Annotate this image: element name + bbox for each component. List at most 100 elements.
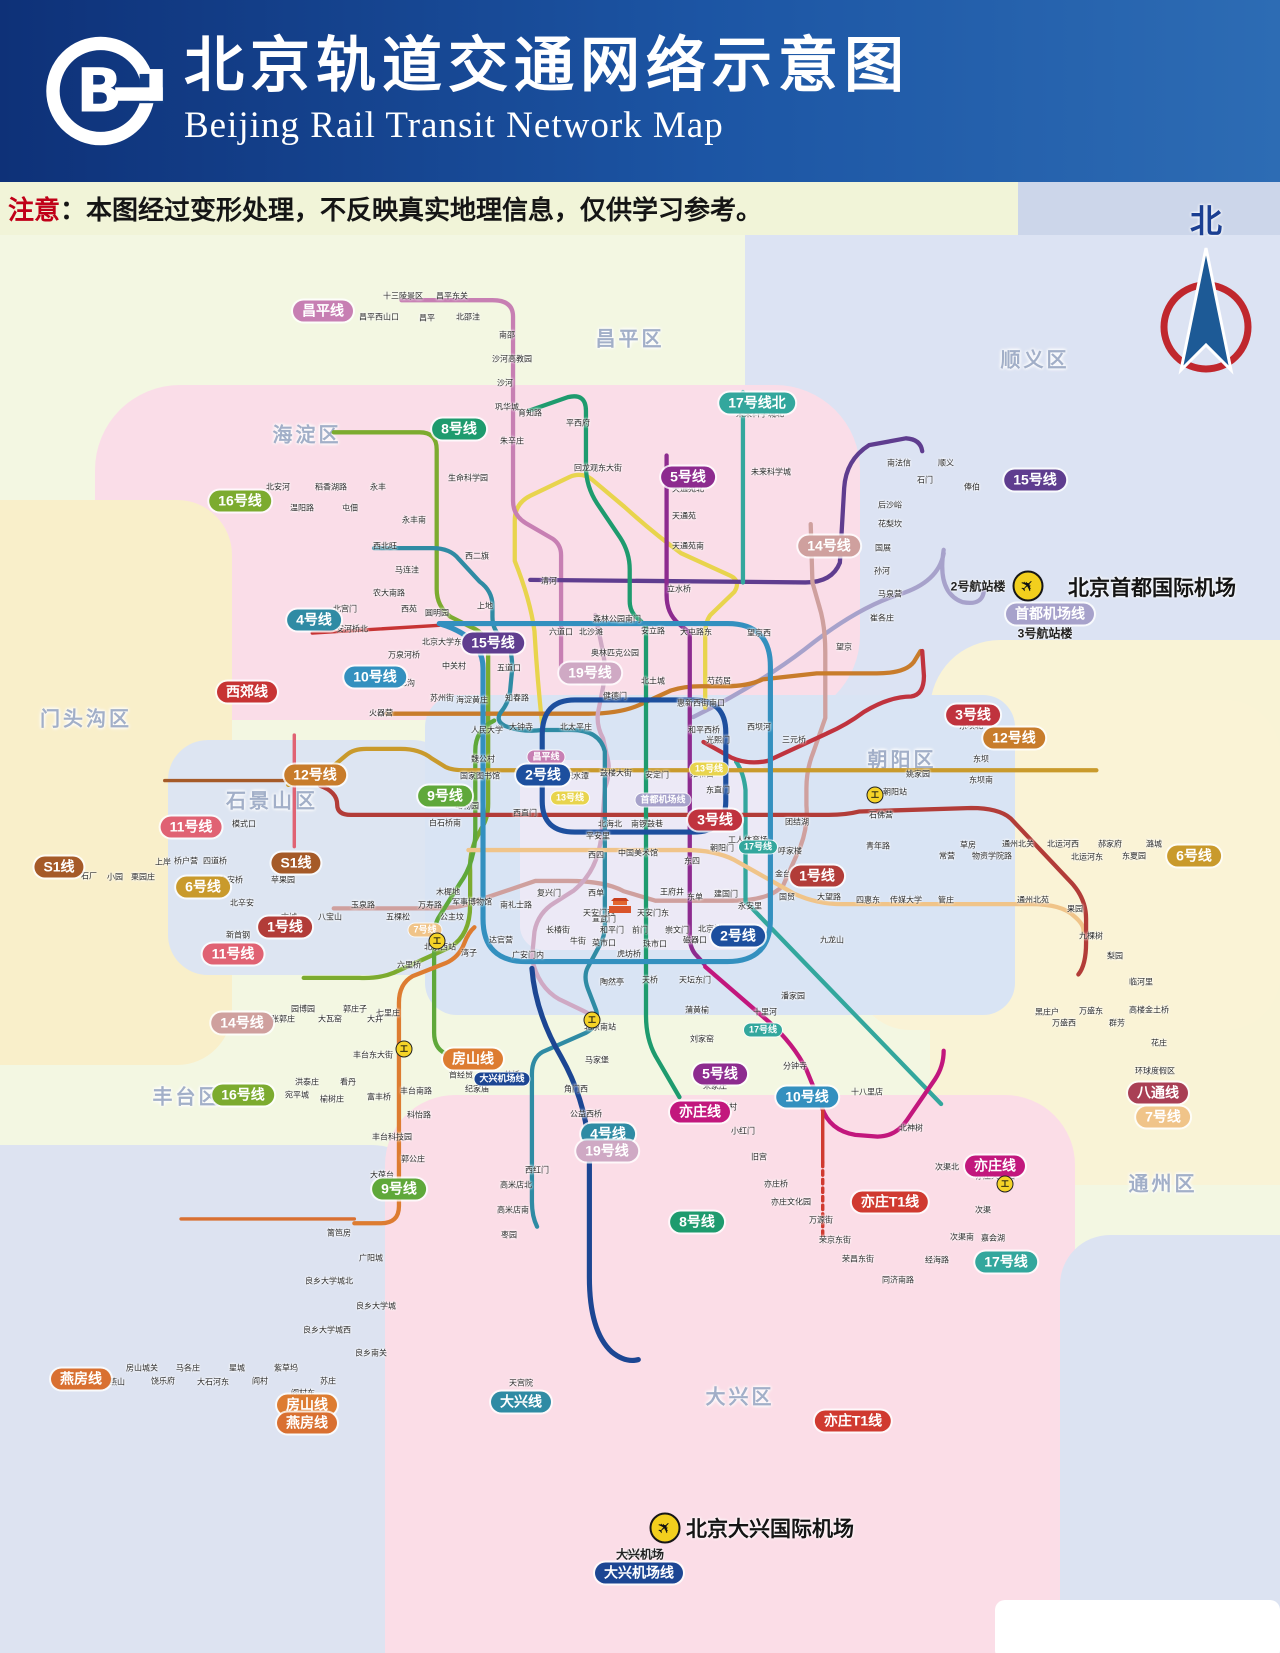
line-badge-cp: 昌平线 bbox=[527, 750, 565, 764]
station-label: 天安门西 bbox=[583, 908, 615, 918]
station-label: 花庄 bbox=[1151, 1038, 1167, 1048]
line-badge-yz: 亦庄线 bbox=[670, 1101, 730, 1123]
station-label: 清河 bbox=[541, 576, 557, 586]
station-label: 建国门 bbox=[714, 889, 738, 899]
station-label: 万寿路 bbox=[418, 900, 442, 910]
line-badge-l6: 6号线 bbox=[1167, 845, 1221, 867]
station-label: 小园 bbox=[107, 872, 123, 882]
line-badge-l9: 9号线 bbox=[372, 1178, 426, 1200]
line-badge-l17: 17号线 bbox=[975, 1251, 1037, 1273]
station-label: 广安门内 bbox=[512, 950, 544, 960]
station-label: 芍药居 bbox=[707, 676, 731, 686]
station-label: 丰台科技园 bbox=[372, 1132, 412, 1142]
station-label: 湾子 bbox=[461, 948, 477, 958]
station-label: 燕山 bbox=[109, 1377, 125, 1387]
station-label: 十里河 bbox=[753, 1007, 777, 1017]
station-label: 顺义 bbox=[938, 458, 954, 468]
station-label: 高米店北 bbox=[500, 1180, 532, 1190]
line-badge-l10: 10号线 bbox=[776, 1086, 838, 1108]
station-label: 西北旺 bbox=[373, 541, 397, 551]
station-label: 看丹 bbox=[340, 1077, 356, 1087]
station-label: 东单 bbox=[687, 892, 703, 902]
line-badge-yz: 亦庄线 bbox=[965, 1155, 1025, 1177]
line-path-12 bbox=[384, 648, 923, 716]
station-label: 荣昌东街 bbox=[842, 1254, 874, 1264]
station-label: 健德门 bbox=[603, 691, 627, 701]
station-label: 大瓦窑 bbox=[318, 1014, 342, 1024]
station-label: 石厂 bbox=[81, 871, 97, 881]
station-label: 北土城 bbox=[641, 676, 665, 686]
station-label: 巴沟 bbox=[399, 678, 415, 688]
station-label: 八宝山 bbox=[318, 912, 342, 922]
line-badge-l5: 5号线 bbox=[661, 466, 715, 488]
station-label: 纪家庙 bbox=[465, 1084, 489, 1094]
railway-station-icon: 工 bbox=[583, 1011, 601, 1029]
station-label: 北京站 bbox=[698, 924, 722, 934]
metro-lines-svg bbox=[163, 298, 1099, 1363]
line-badge-l16: 16号线 bbox=[209, 490, 271, 512]
station-label: 积水潭 bbox=[565, 771, 589, 781]
station-label: 安河桥北 bbox=[336, 624, 368, 634]
station-label: 王府井 bbox=[660, 887, 684, 897]
line-badge-l1: 1号线 bbox=[790, 865, 844, 887]
station-label: 苏州街 bbox=[430, 693, 454, 703]
station-label: 大钟寺 bbox=[509, 722, 533, 732]
station-label: 磁器口 bbox=[683, 935, 707, 945]
station-label: 大屯路东 bbox=[680, 627, 712, 637]
station-label: 宋家庄 bbox=[703, 1081, 727, 1091]
station-label: 东坝北 bbox=[959, 721, 983, 731]
station-label: 科怡路 bbox=[407, 1110, 431, 1120]
line-badge-l13: 13号线 bbox=[689, 762, 729, 776]
station-label: 团结湖 bbox=[785, 817, 809, 827]
station-label: 东四 bbox=[684, 856, 700, 866]
north-indicator: 北 bbox=[1146, 196, 1266, 386]
line-path-fangshan bbox=[352, 925, 477, 1226]
station-label: 北京南站 bbox=[584, 1022, 616, 1032]
north-label: 北 bbox=[1189, 203, 1222, 239]
station-label: 良乡大学城北 bbox=[305, 1276, 353, 1286]
station-label: 六里桥 bbox=[397, 960, 421, 970]
station-label: 石门 bbox=[917, 475, 933, 485]
station-label: 良乡南关 bbox=[355, 1348, 387, 1358]
station-label: 黑庄户 bbox=[1035, 1007, 1059, 1017]
station-label: 玉泉路 bbox=[351, 900, 375, 910]
station-label: 珠市口 bbox=[643, 939, 667, 949]
station-label: 常营 bbox=[939, 851, 955, 861]
station-label: 分钟寺 bbox=[783, 1061, 807, 1071]
station-label: 郭庄子 bbox=[343, 1004, 367, 1014]
station-label: 北太平庄 bbox=[560, 722, 592, 732]
station-label: 次渠 bbox=[975, 1205, 991, 1215]
station-label: 海淀黄庄 bbox=[456, 695, 488, 705]
station-label: 天宫院 bbox=[509, 1378, 533, 1388]
line-badge-s1: S1线 bbox=[271, 852, 321, 874]
line-badge-fs: 房山线 bbox=[277, 1394, 337, 1416]
station-label: 昌平西山口 bbox=[359, 312, 399, 322]
station-label: 平安里 bbox=[586, 831, 610, 841]
station-label: 望京西 bbox=[747, 628, 771, 638]
line-badge-l1: 1号线 bbox=[258, 916, 312, 938]
line-badge-l17n: 17号线北 bbox=[719, 392, 795, 414]
district-label: 昌平区 bbox=[595, 328, 665, 351]
notice-right-fill bbox=[1018, 182, 1280, 235]
airplane-icon: ✈ bbox=[1012, 570, 1044, 602]
station-label: 潞城 bbox=[1146, 839, 1162, 849]
station-label: 南邵 bbox=[499, 330, 515, 340]
station-label: 高米店南 bbox=[497, 1205, 529, 1215]
station-label: 万源街 bbox=[809, 1215, 833, 1225]
station-label: 桥户营 bbox=[174, 856, 198, 866]
station-label: 大望路 bbox=[817, 892, 841, 902]
line-path-10 bbox=[436, 621, 773, 965]
station-label: 中国美术馆 bbox=[618, 848, 658, 858]
station-label: 三元桥 bbox=[782, 735, 806, 745]
station-label: 紫草坞 bbox=[274, 1363, 298, 1373]
station-label: 蒲黄榆 bbox=[685, 1005, 709, 1015]
station-label: 张郭庄 bbox=[271, 1014, 295, 1024]
station-label: 通州北苑 bbox=[1017, 895, 1049, 905]
station-label: 朝阳门 bbox=[710, 843, 734, 853]
district-label: 门头沟区 bbox=[40, 708, 132, 731]
line-badge-l19: 19号线 bbox=[559, 662, 621, 684]
station-label: 同济南路 bbox=[882, 1275, 914, 1285]
line-path-changping bbox=[399, 298, 564, 678]
line-badge-l7: 7号线 bbox=[1136, 1106, 1190, 1128]
railway-station-icon: 工 bbox=[996, 1175, 1014, 1193]
